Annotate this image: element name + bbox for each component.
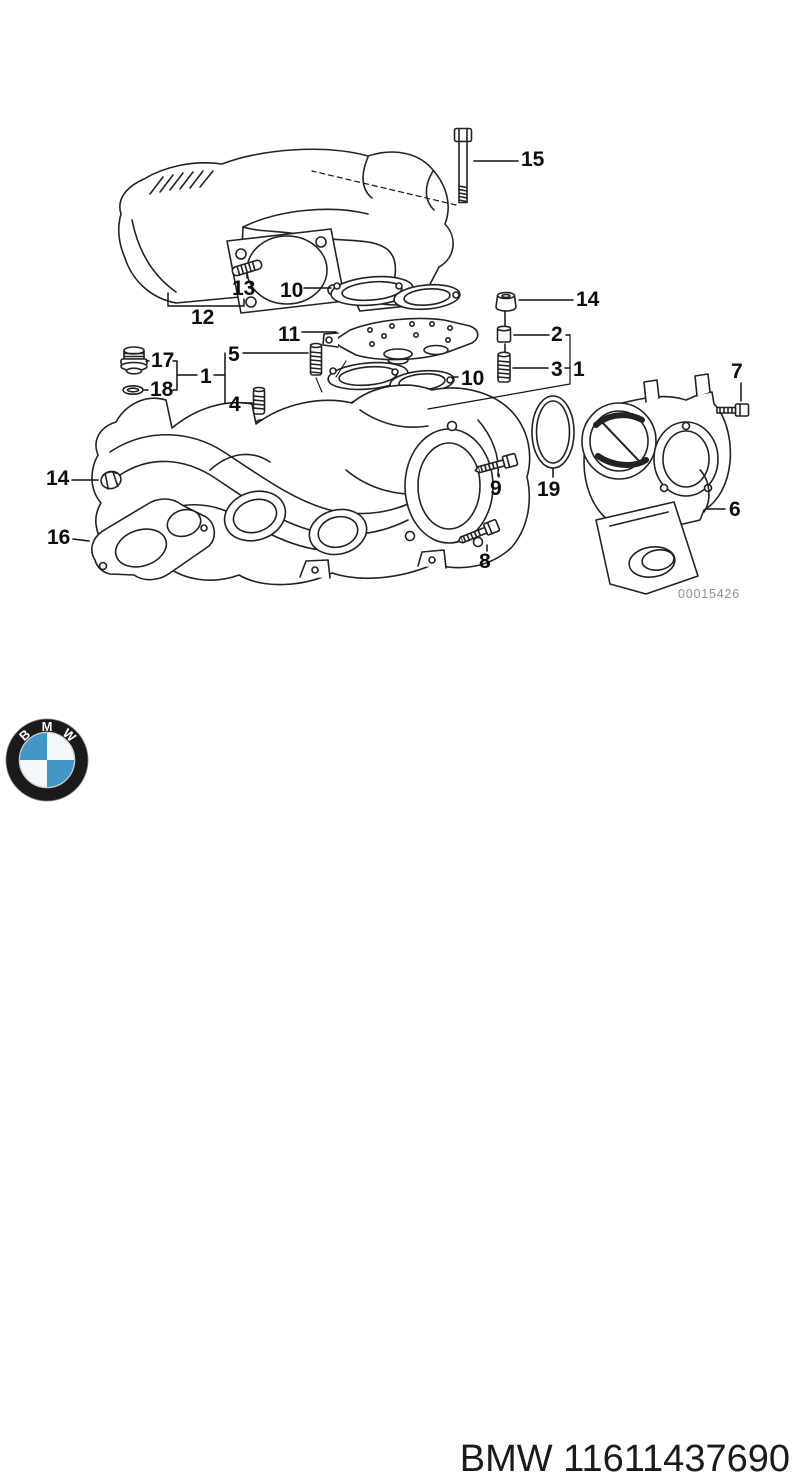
sleeve-2-drawing <box>496 325 512 343</box>
stud-3-drawing <box>497 351 511 383</box>
stud-4-drawing <box>252 386 266 415</box>
logo-quadrants <box>20 733 74 787</box>
plate-drawing <box>322 317 479 365</box>
o-ring-19-drawing <box>531 395 575 469</box>
bolt-15-drawing <box>453 127 473 204</box>
o-ring-18-drawing <box>122 384 144 395</box>
flange-gasket-drawing <box>91 498 216 581</box>
cap-nut-14-left-drawing <box>100 470 122 490</box>
part-number-text: BMW 11611437690 <box>460 1438 790 1481</box>
bmw-logo: B M W <box>5 718 89 802</box>
watermark-code: 00015426 <box>678 587 740 601</box>
throttle-body-drawing <box>581 373 732 595</box>
bolt-7-drawing <box>716 403 750 417</box>
cap-nut-14-right-drawing <box>495 291 517 312</box>
svg-text:M: M <box>42 719 53 734</box>
stud-5-drawing <box>309 342 323 376</box>
bolt-8-drawing <box>457 518 501 544</box>
diagram-artwork: 00015426 <box>71 127 750 601</box>
footer: B M W BMW 11611437690 <box>0 700 800 1480</box>
leader-lines <box>71 160 742 552</box>
fitting-17-drawing <box>120 346 148 375</box>
logo-inner-ring <box>18 731 76 789</box>
bolt-9-drawing <box>474 452 519 474</box>
stud-13-drawing <box>231 259 263 277</box>
upper-gasket-drawing <box>330 275 461 311</box>
part-number: 11611437690 <box>563 1438 790 1480</box>
brand-text: BMW <box>459 1438 553 1480</box>
